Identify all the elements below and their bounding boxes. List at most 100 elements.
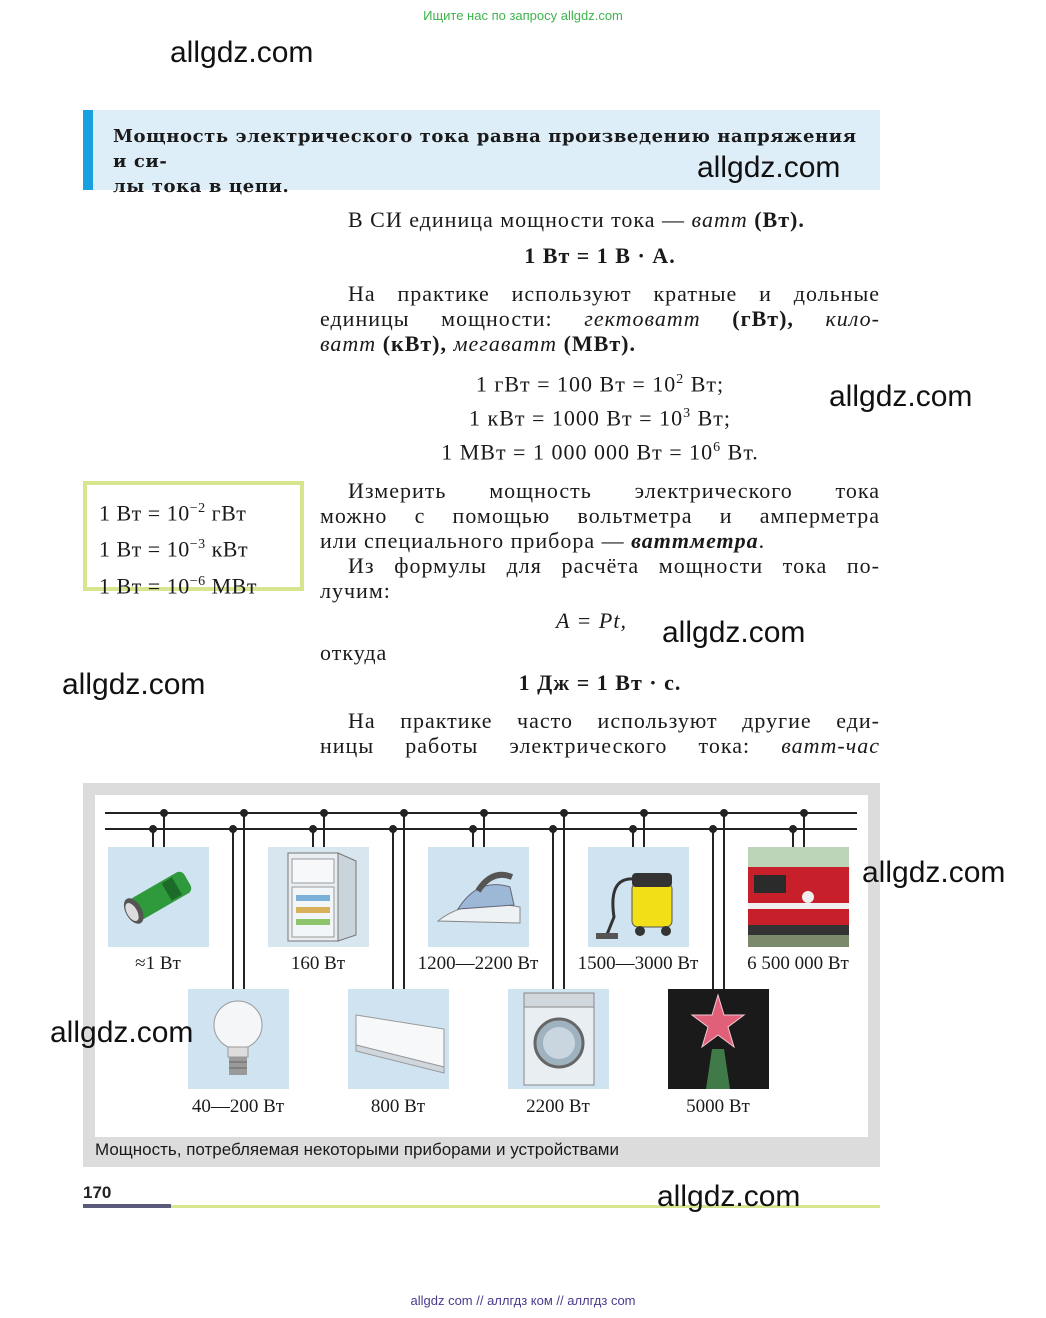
page-rule-light — [171, 1205, 880, 1208]
term-wattmeter: ваттметра — [631, 528, 759, 553]
eq-exp: −3 — [189, 537, 206, 553]
submultiple-line: 1 Вт = 10−6 МВт — [99, 566, 300, 602]
multiple-kw: 1 кВт = 1000 Вт = 103 Вт; — [320, 401, 880, 430]
device-label-kremlin-star: 5000 Вт — [686, 1096, 750, 1117]
power-consumption-figure: ≈1 Вт 160 Вт 1200—2200 Вт 1500—3000 Вт 6… — [83, 783, 880, 1167]
washing-machine-icon — [523, 992, 595, 1086]
formula-watt: 1 Вт = 1 В · А. — [524, 243, 676, 268]
watermark: allgdz.com — [170, 36, 314, 69]
abbr-mw: (МВт). — [557, 331, 636, 356]
abbr-kw: (кВт), — [376, 331, 454, 356]
device-label-locomotive: 6 500 000 Вт — [747, 953, 849, 974]
figure-caption: Мощность, потребляемая некоторыми прибор… — [95, 1140, 619, 1159]
eq-exp: 3 — [683, 406, 692, 421]
washing-machine-photo — [508, 989, 609, 1089]
eq-exp: −2 — [189, 501, 206, 516]
rule-line-2: лы тока в цепи. — [113, 176, 290, 197]
eq-lhs: 1 Вт = 10 — [99, 500, 190, 526]
light-bulb-photo — [188, 989, 289, 1089]
electric-locomotive-photo — [748, 847, 849, 947]
eq-rhs: гВт — [205, 500, 247, 526]
submultiple-line: 1 Вт = 10−2 гВт — [99, 493, 300, 529]
eq-lhs: 1 Вт = 10 — [99, 572, 190, 598]
eq-rhs: Вт; — [684, 371, 725, 397]
page-number: 170 — [83, 1183, 112, 1202]
eq-rhs: кВт — [205, 536, 249, 562]
derive-line-1: Из формулы для расчёта мощности тока по- — [348, 553, 880, 578]
practice-line-2: единицы мощности: гектоватт (гВт), кило- — [320, 306, 880, 331]
refrigerator-photo — [268, 847, 369, 947]
page-rule-dark — [83, 1204, 171, 1208]
submultiples-box: 1 Вт = 10−2 гВт 1 Вт = 10−3 кВт 1 Вт = 1… — [83, 481, 304, 598]
vacuum-cleaner-icon — [596, 873, 673, 939]
eq-exp: −6 — [189, 573, 206, 589]
iron-icon — [436, 871, 521, 924]
kremlin-star-icon — [690, 993, 746, 1089]
electric-locomotive-icon — [748, 867, 849, 947]
refrigerator-icon — [287, 852, 357, 942]
flashlight-photo — [108, 847, 209, 947]
light-bulb-icon — [213, 1000, 263, 1075]
watermark: allgdz.com — [862, 856, 1006, 889]
practice-line-3: ватт (кВт), мегаватт (МВт). — [320, 331, 880, 356]
watermark: allgdz.com — [62, 668, 206, 701]
device-label-iron: 1200—2200 Вт — [417, 953, 539, 974]
eq-lhs: 1 Вт = 10 — [99, 536, 190, 562]
multiple-hw: 1 гВт = 100 Вт = 102 Вт; — [320, 367, 880, 396]
si-unit-name: ватт — [691, 207, 748, 232]
term-watt: ватт — [320, 331, 377, 356]
air-conditioner-photo — [348, 989, 449, 1089]
eq-exp: 6 — [713, 440, 722, 455]
eq-lhs: 1 гВт = 100 Вт = 10 — [475, 371, 677, 397]
top-search-link[interactable]: Ищите нас по запросу allgdz.com — [423, 8, 623, 23]
eq-rhs: Вт. — [721, 439, 759, 465]
practice-text: единицы мощности: — [320, 306, 585, 331]
term-hectowatt: гектоватт — [584, 306, 701, 331]
iron-photo — [428, 847, 529, 947]
measure-line-2: можно с помощью вольтметра и амперметра — [320, 503, 880, 528]
other-units-text: ницы работы электрического тока: — [320, 733, 782, 758]
term-megawatt: мегаватт — [453, 331, 558, 356]
kremlin-star-photo — [668, 989, 769, 1089]
si-unit-abbr: (Вт). — [747, 207, 805, 232]
air-conditioner-icon — [355, 1014, 445, 1074]
rule-definition-box: Мощность электрического тока равна произ… — [83, 110, 880, 197]
whence-word: откуда — [320, 640, 388, 665]
si-unit-line: В СИ единица мощности тока — ватт (Вт). — [348, 207, 880, 232]
vacuum-cleaner-photo — [588, 847, 689, 947]
practice-line-1: На практике используют кратные и дольные — [348, 281, 880, 306]
measure-line-3: или специального прибора — ваттметра. — [320, 528, 880, 553]
measure-period: . — [758, 528, 766, 553]
device-label-vacuum: 1500—3000 Вт — [577, 953, 699, 974]
device-label-bulb: 40—200 Вт — [191, 1096, 285, 1117]
derive-line-2: лучим: — [320, 578, 391, 603]
watermark: allgdz.com — [662, 616, 806, 649]
flashlight-icon — [123, 871, 192, 924]
wiring-diagram — [105, 809, 857, 989]
watermark: allgdz.com — [50, 1016, 194, 1049]
eq-lhs: 1 МВт = 1 000 000 Вт = 10 — [441, 439, 714, 465]
eq-rhs: Вт; — [691, 405, 731, 431]
measure-text: или специального прибора — — [320, 528, 632, 553]
watermark: allgdz.com — [829, 380, 973, 413]
measure-line-1: Измерить мощность электрического тока — [348, 478, 880, 503]
eq-rhs: МВт — [205, 572, 257, 598]
term-kilo: кило- — [825, 306, 880, 331]
watermark: allgdz.com — [657, 1180, 801, 1213]
watermark: allgdz.com — [697, 151, 841, 184]
formula-work: A = Pt, — [556, 608, 627, 633]
figure-panel: ≈1 Вт 160 Вт 1200—2200 Вт 1500—3000 Вт 6… — [95, 795, 868, 1137]
formula-joule: 1 Дж = 1 Вт · с. — [518, 670, 682, 695]
submultiple-line: 1 Вт = 10−3 кВт — [99, 529, 300, 565]
other-units-line-2: ницы работы электрического тока: ватт-ча… — [320, 733, 880, 758]
device-label-air-conditioner: 800 Вт — [370, 1096, 426, 1117]
multiple-mw: 1 МВт = 1 000 000 Вт = 106 Вт. — [320, 435, 880, 464]
rule-line-1: Мощность электрического тока равна произ… — [113, 126, 857, 172]
device-label-washing-machine: 2200 Вт — [526, 1096, 590, 1117]
eq-exp: 2 — [676, 372, 685, 387]
eq-lhs: 1 кВт = 1000 Вт = 10 — [469, 405, 684, 431]
device-label-refrigerator: 160 Вт — [290, 953, 346, 974]
si-unit-prefix: В СИ единица мощности тока — — [348, 207, 692, 232]
footer-links[interactable]: allgdz com // аллгдз ком // аллгдз com — [410, 1293, 636, 1308]
device-label-flashlight: ≈1 Вт — [135, 953, 181, 974]
